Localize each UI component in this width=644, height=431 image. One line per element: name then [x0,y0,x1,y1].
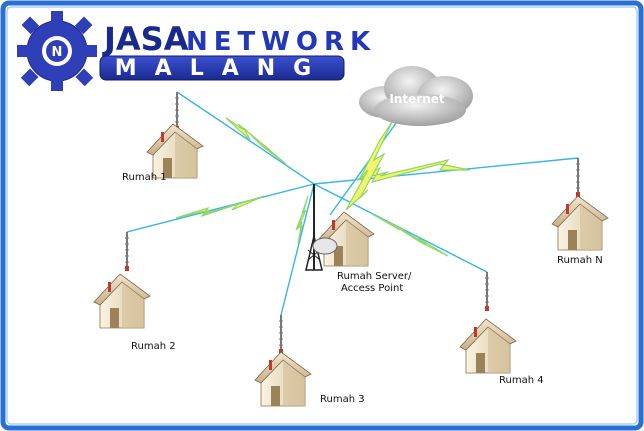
house-server [312,211,375,267]
bolt-rumah3 [295,195,309,245]
label-server-line1: Rumah Server/ [337,271,412,282]
internet-cloud: Internet [359,66,473,126]
hub-mast [305,184,323,271]
satellite-dish-icon [312,237,338,255]
label-server-line2: Access Point [341,283,403,294]
label-rumah2: Rumah 2 [131,341,176,352]
bolt-rumahN [355,159,471,183]
internet-label: Internet [389,92,444,106]
wireless-bolts [175,117,471,257]
house-rumah1 [146,91,204,179]
gear-icon: N [17,11,97,91]
bolt-rumah4 [371,213,449,257]
bolt-rumah1 [225,117,287,165]
link-rumah3 [280,183,315,316]
label-rumah1: Rumah 1 [122,172,167,183]
bolt-rumah2 [175,195,265,219]
brand-logo: N JASA NETWORK MALANG [17,11,376,91]
brand-line3: MALANG [115,56,329,81]
label-rumah4: Rumah 4 [499,375,544,386]
house-rumah4 [459,271,517,374]
label-rumah3: Rumah 3 [320,394,365,405]
brand-line2: NETWORK [186,27,376,57]
bolt-internet [345,121,393,211]
link-rumah1 [176,91,315,185]
logo-letter: N [52,45,63,60]
house-rumahN [551,157,609,251]
link-rumah2 [126,183,315,233]
malang-banner [99,55,345,81]
house-rumah2 [93,231,151,329]
house-rumah3 [254,314,312,407]
label-rumahN: Rumah N [557,255,603,266]
brand-line1: JASA [102,20,189,58]
inner-frame [6,6,638,425]
